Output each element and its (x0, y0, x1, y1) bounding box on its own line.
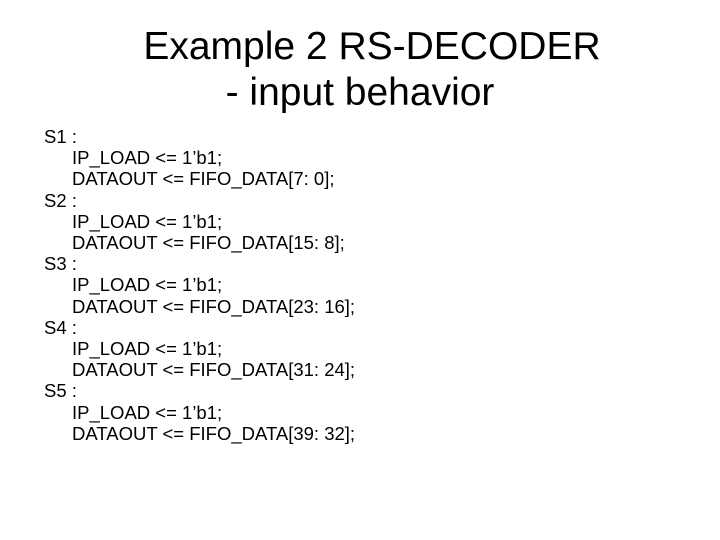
state-label: S4 : (44, 316, 77, 338)
title-line-2: - input behavior (225, 71, 495, 114)
statement: DATAOUT <= FIFO_DATA[23: 16]; (72, 295, 356, 317)
statement: IP_LOAD <= 1’b1; (72, 338, 223, 360)
state-label: S5 : (44, 380, 77, 402)
statement: DATAOUT <= FIFO_DATA[15: 8]; (72, 232, 345, 254)
state-label: S1 : (44, 126, 77, 147)
statement: IP_LOAD <= 1’b1; (72, 401, 223, 423)
statement: IP_LOAD <= 1’b1; (72, 210, 223, 232)
statement: DATAOUT <= FIFO_DATA[7: 0]; (72, 168, 335, 190)
slide-body: S1 : IP_LOAD <= 1’b1; DATAOUT <= FIFO_DA… (44, 126, 355, 444)
state-label: S3 : (44, 253, 77, 275)
statement: DATAOUT <= FIFO_DATA[39: 32]; (72, 422, 356, 444)
title-line-1: Example 2 RS-DECODER (143, 25, 601, 68)
statement: IP_LOAD <= 1’b1; (72, 147, 223, 169)
statement: IP_LOAD <= 1’b1; (72, 274, 223, 296)
statement: DATAOUT <= FIFO_DATA[31: 24]; (72, 359, 356, 381)
state-label: S2 : (44, 189, 77, 211)
slide-title: Example 2 RS-DECODER - input behavior (0, 24, 720, 116)
